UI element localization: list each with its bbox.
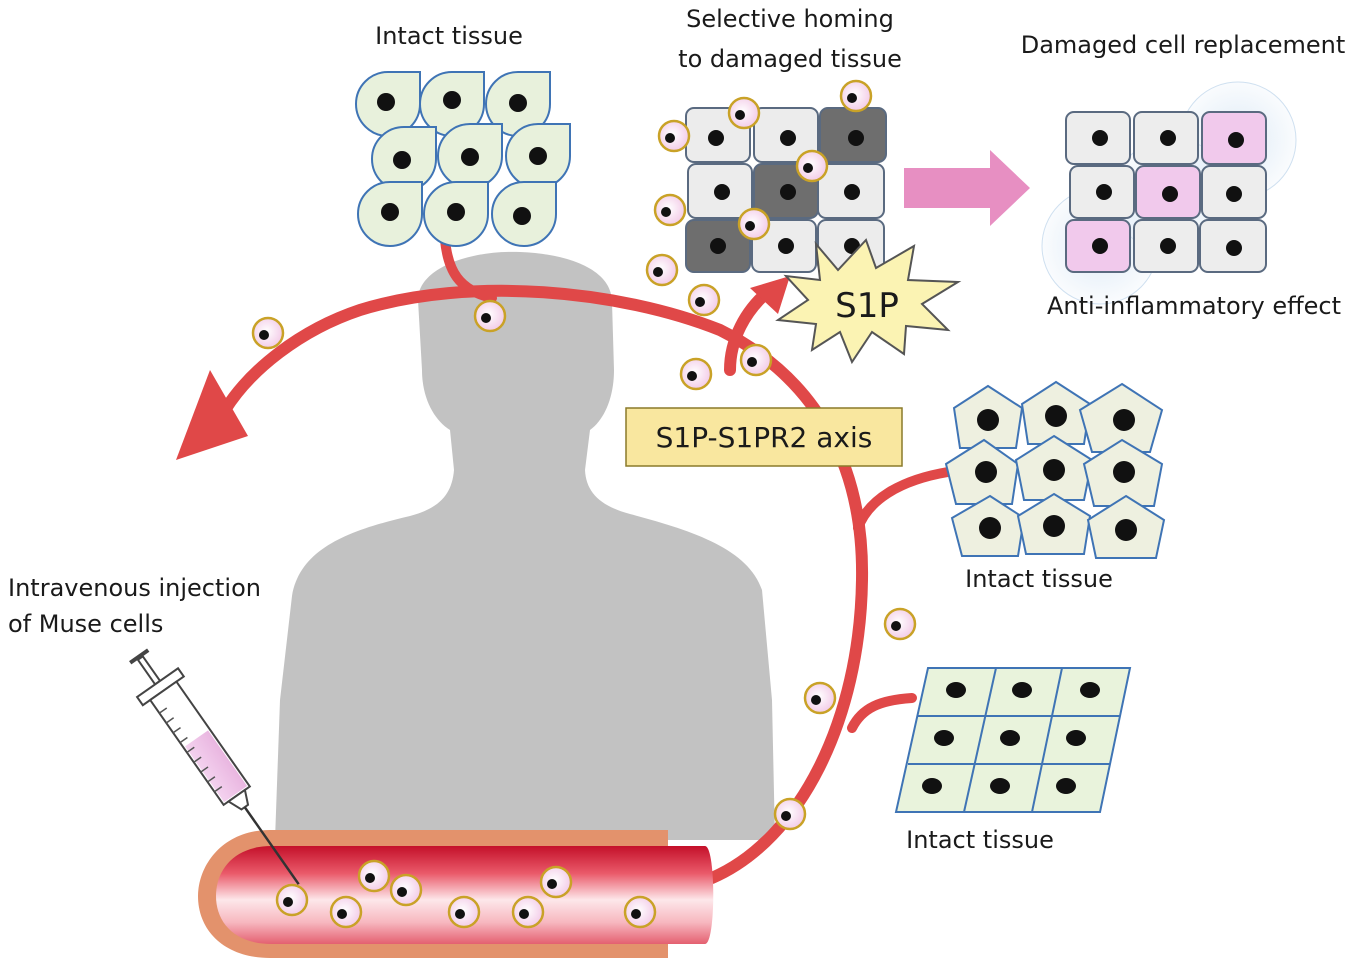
homing-label-line1: Selective homing: [686, 5, 894, 33]
branch-top-tissue: [440, 235, 497, 303]
intact-tissue-mid-label: Intact tissue: [965, 565, 1113, 593]
muse-cell-icon: [357, 859, 391, 893]
muse-cell-icon: [653, 193, 687, 227]
muse-cell-icon: [727, 96, 761, 130]
muse-cell-icon: [645, 253, 679, 287]
damaged-branch-arrowhead: [750, 276, 790, 314]
muse-cell-icon: [657, 119, 691, 153]
muse-cell-icon: [275, 883, 309, 917]
injection-label-line1: Intravenous injection: [8, 574, 261, 602]
muse-cell-icon: [839, 79, 873, 113]
muse-cell-icon: [473, 299, 507, 333]
branch-bottom-tissue: [847, 693, 917, 733]
muse-cell-icon: [679, 357, 713, 391]
muse-cell-icon: [773, 797, 807, 831]
human-silhouette-icon: [275, 251, 775, 840]
circulation-arrowhead: [176, 370, 248, 460]
s1p-burst: S1P: [775, 238, 962, 365]
circulation-flow: [219, 235, 953, 884]
replacement-label: Damaged cell replacement: [1021, 31, 1346, 59]
muse-cell-icon: [329, 895, 363, 929]
muse-cell-icon: [739, 343, 773, 377]
anti-inflammatory-label: Anti-inflammatory effect: [1047, 292, 1341, 320]
injection-label-line2: of Muse cells: [8, 610, 163, 638]
muse-cell-icon: [251, 316, 285, 350]
intact-tissue-top-nuclei: [377, 91, 547, 225]
intact-tissue-bottom-label: Intact tissue: [906, 826, 1054, 854]
replaced-tissue-nuclei: [1092, 130, 1244, 256]
muse-cells: [251, 79, 917, 929]
intact-tissue-mid-nuclei: [975, 405, 1137, 541]
axis-box: S1P-S1PR2 axis: [625, 407, 903, 467]
s1p-label: S1P: [835, 286, 899, 326]
muse-cell-icon: [539, 865, 573, 899]
muse-cell-icon: [687, 283, 721, 317]
muse-cell-icon: [623, 895, 657, 929]
muse-cell-icon: [447, 895, 481, 929]
homing-label-line2: to damaged tissue: [678, 45, 902, 73]
replacement-arrow: [904, 150, 1030, 226]
muse-cell-icon: [795, 149, 829, 183]
muse-cell-icon: [883, 607, 917, 641]
intact-tissue-top-label: Intact tissue: [375, 22, 523, 50]
intact-tissue-bottom-nuclei: [922, 682, 1100, 794]
burst-star-icon: [775, 238, 962, 365]
syringe-icon: [129, 648, 300, 885]
muse-cell-icon: [389, 873, 423, 907]
muse-cell-icon: [737, 207, 771, 241]
axis-label: S1P-S1PR2 axis: [656, 421, 873, 454]
branch-mid-tissue: [853, 467, 953, 533]
muse-cell-icon: [511, 895, 545, 929]
muse-cell-icon: [803, 681, 837, 715]
